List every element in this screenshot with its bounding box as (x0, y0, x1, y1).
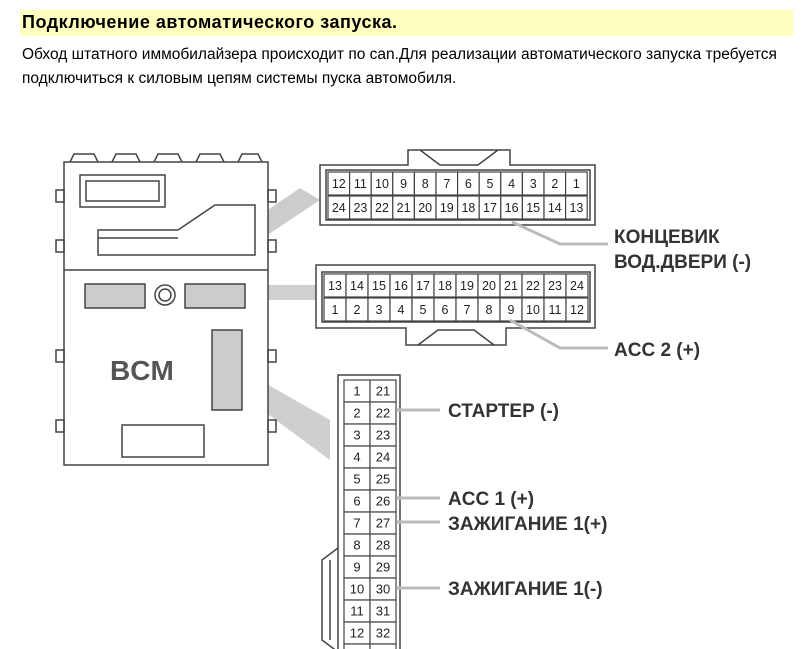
pin-number: 9 (400, 177, 407, 191)
pin-number: 11 (549, 303, 562, 317)
pin-number: 29 (376, 560, 390, 575)
page-title: Подключение автоматического запуска. (22, 12, 398, 32)
pin-number: 22 (375, 201, 389, 215)
bcm-module (55, 153, 277, 466)
pin-number: 9 (508, 303, 515, 317)
label-acc2: ACC 2 (+) (614, 340, 700, 361)
pin-number: 4 (353, 450, 360, 465)
pin-number: 14 (548, 201, 562, 215)
pin-number: 26 (376, 494, 390, 509)
pin-number: 18 (461, 201, 475, 215)
pin-number: 2 (354, 303, 361, 317)
pin-number: 11 (350, 604, 364, 619)
pin-number: 7 (443, 177, 450, 191)
title-highlight (20, 10, 793, 36)
pin-number: 21 (504, 279, 518, 293)
leader-door-switch (511, 220, 608, 246)
pin-cell (343, 643, 371, 649)
pin-number: 31 (376, 604, 390, 619)
pin-number: 9 (353, 560, 360, 575)
pin-number: 10 (375, 177, 389, 191)
pin-number: 23 (548, 279, 562, 293)
label-door-switch-1: КОНЦЕВИК (614, 227, 720, 248)
pin-number: 17 (483, 201, 497, 215)
pin-number: 5 (420, 303, 427, 317)
pin-number: 21 (376, 384, 390, 399)
pin-number: 12 (570, 303, 584, 317)
pin-number: 6 (353, 494, 360, 509)
pin-number: 24 (570, 279, 584, 293)
pin-cell (565, 273, 589, 298)
pin-number: 2 (353, 406, 360, 421)
pin-number: 3 (530, 177, 537, 191)
pin-number: 24 (332, 201, 346, 215)
label-door-switch-2: ВОД.ДВЕРИ (-) (614, 252, 751, 273)
leader-lines (397, 220, 608, 590)
pin-number: 3 (376, 303, 383, 317)
label-ignition-minus: ЗАЖИГАНИЕ 1(-) (448, 579, 603, 600)
pin-number: 21 (397, 201, 411, 215)
pin-number: 1 (353, 384, 360, 399)
pin-number: 22 (376, 406, 390, 421)
pin-number: 19 (460, 279, 474, 293)
pin-number: 14 (350, 279, 364, 293)
pin-number: 23 (353, 201, 367, 215)
pin-number: 2 (551, 177, 558, 191)
pin-number: 6 (465, 177, 472, 191)
pin-number: 12 (350, 626, 364, 641)
pin-number: 19 (440, 201, 454, 215)
pin-number: 16 (394, 279, 408, 293)
bcm-label: BCM (110, 355, 174, 386)
pin-number: 7 (353, 516, 360, 531)
pin-number: 13 (350, 648, 364, 649)
pin-number: 11 (354, 177, 367, 191)
label-ignition-plus: ЗАЖИГАНИЕ 1(+) (448, 514, 607, 535)
pin-number: 20 (418, 201, 432, 215)
pin-number: 4 (398, 303, 405, 317)
pin-number: 23 (376, 428, 390, 443)
pin-number: 18 (438, 279, 452, 293)
pin-number: 8 (486, 303, 493, 317)
pin-number: 6 (442, 303, 449, 317)
pin-number: 33 (376, 648, 390, 649)
pin-number: 13 (569, 201, 583, 215)
pin-number: 17 (416, 279, 430, 293)
pin-number: 15 (372, 279, 386, 293)
label-acc1: ACC 1 (+) (448, 489, 534, 510)
pin-number: 3 (353, 428, 360, 443)
pin-number: 1 (332, 303, 339, 317)
pin-number: 15 (526, 201, 540, 215)
pin-number: 32 (376, 626, 390, 641)
pin-number: 1 (573, 177, 580, 191)
leader-acc2 (509, 318, 608, 350)
pin-number: 12 (332, 177, 346, 191)
connector-c-pins: 1234567891011121321222324252627282930313… (343, 379, 397, 649)
pin-number: 10 (350, 582, 364, 597)
pin-number: 22 (526, 279, 540, 293)
pin-cell (564, 195, 588, 220)
pin-cell (369, 643, 397, 649)
page-description: Обход штатного иммобилайзера происходит … (22, 46, 777, 87)
pin-number: 4 (508, 177, 515, 191)
pin-number: 8 (353, 538, 360, 553)
pin-number: 8 (422, 177, 429, 191)
pin-number: 27 (376, 516, 390, 531)
pin-number: 7 (464, 303, 471, 317)
pin-number: 20 (482, 279, 496, 293)
pin-number: 24 (376, 450, 390, 465)
pin-number: 30 (376, 582, 390, 597)
pin-number: 25 (376, 472, 390, 487)
pin-number: 13 (328, 279, 342, 293)
label-starter: СТАРТЕР (-) (448, 401, 559, 422)
pin-cell (565, 297, 589, 322)
pin-number: 5 (353, 472, 360, 487)
pin-number: 5 (487, 177, 494, 191)
pin-number: 10 (526, 303, 540, 317)
pin-number: 16 (505, 201, 519, 215)
pin-number: 28 (376, 538, 390, 553)
pin-cell (564, 171, 588, 196)
